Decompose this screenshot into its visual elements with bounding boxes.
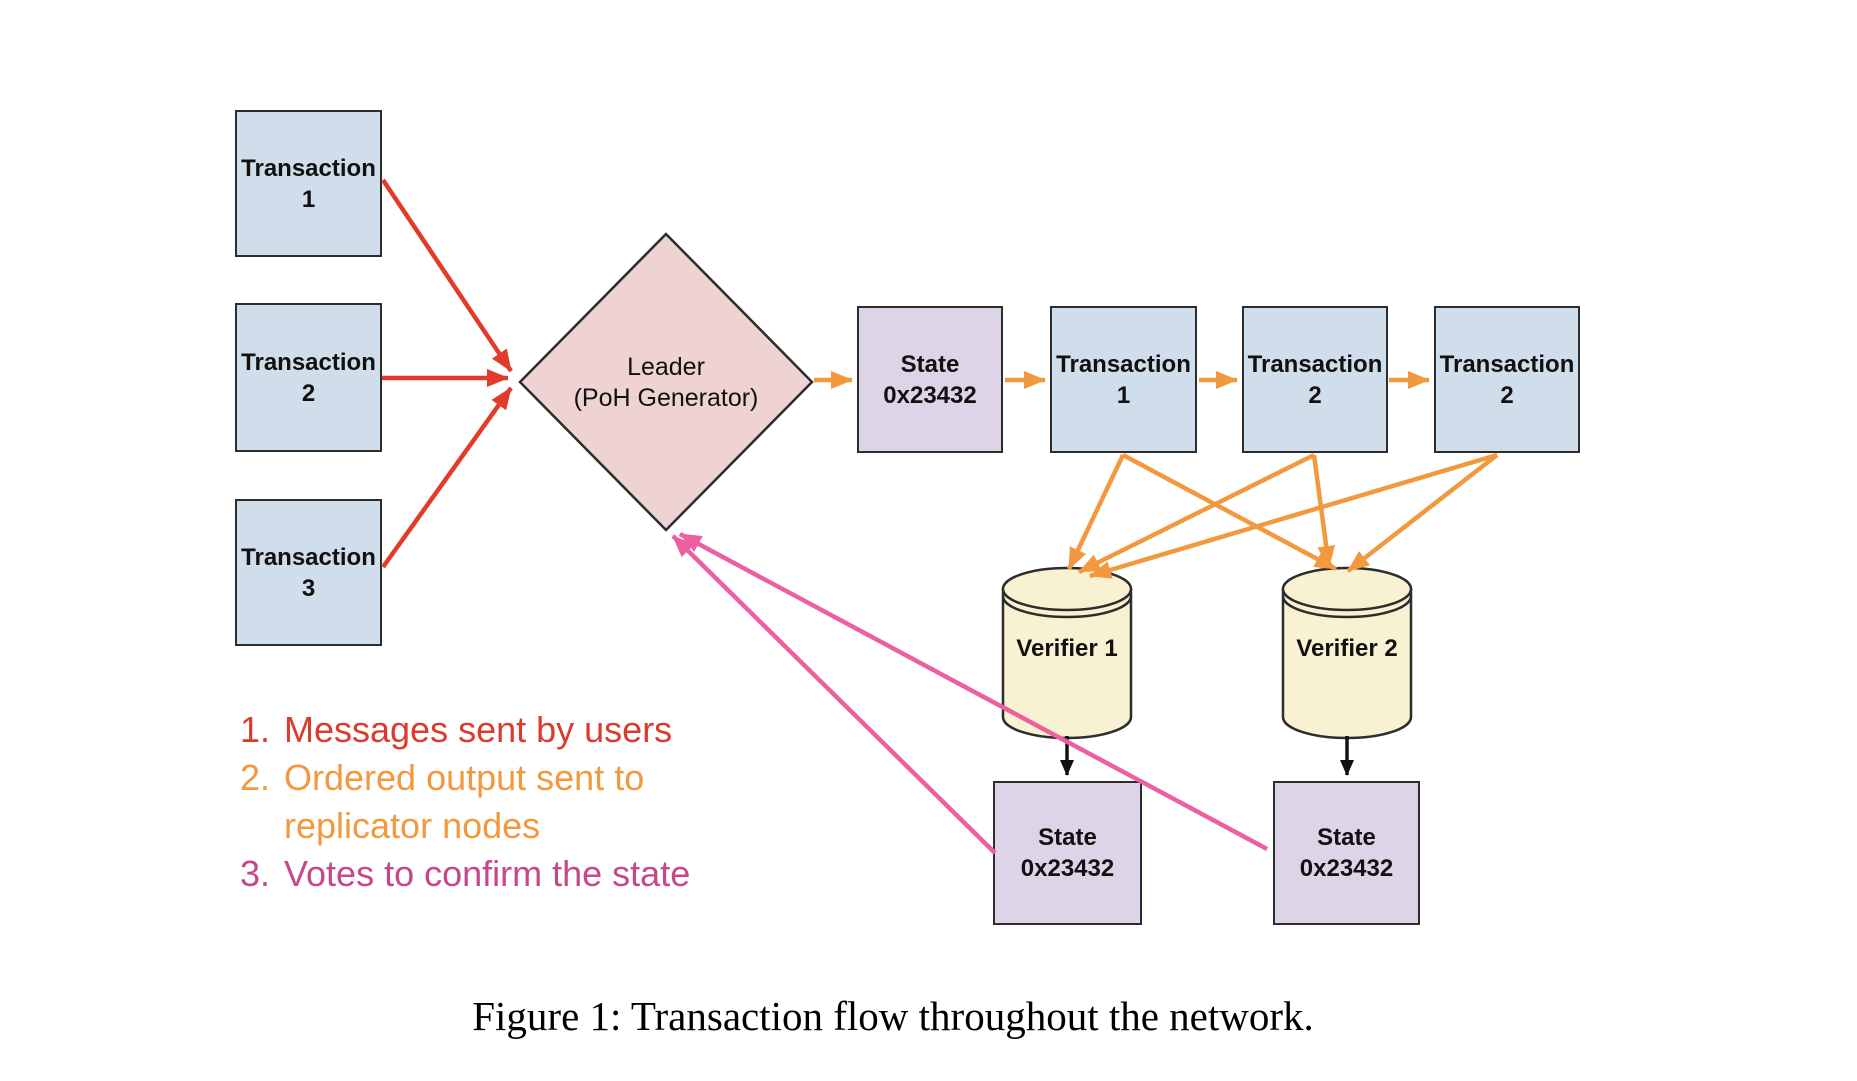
arrow-chain-tx1-to-verifier1 xyxy=(1066,454,1126,570)
legend-number: 3. xyxy=(240,853,271,894)
legend-text: Votes to confirm the state xyxy=(284,853,691,894)
legend-number: 2. xyxy=(240,757,271,798)
user-transaction-2-box: Transaction 2 xyxy=(235,303,382,452)
leader-diamond-label: Leader (PoH Generator) xyxy=(536,352,796,414)
box-label: State xyxy=(900,350,960,378)
box-label: 1 xyxy=(301,185,316,213)
chain-transaction-1-box: Transaction 1 xyxy=(1050,306,1197,453)
box-label: 0x23432 xyxy=(883,381,977,409)
verifier-1-state-box: State 0x23432 xyxy=(993,781,1142,925)
arrow-chain-tx3-to-verifier2 xyxy=(1346,453,1499,573)
arrow-state1-vote-to-leader xyxy=(671,534,997,855)
user-transaction-3-box: Transaction 3 xyxy=(235,499,382,646)
box-label: Transaction xyxy=(1247,350,1383,378)
chain-transaction-2-box: Transaction 2 xyxy=(1242,306,1388,453)
legend-text-line2: replicator nodes xyxy=(284,805,541,846)
verifier-2-state-box: State 0x23432 xyxy=(1273,781,1420,925)
legend-item-ordered-output: 2. Ordered output sent to replicator nod… xyxy=(240,754,690,850)
arrow-tx1-to-leader xyxy=(381,178,513,373)
box-label: Transaction xyxy=(241,154,376,182)
chain-state-box: State 0x23432 xyxy=(857,306,1003,453)
legend-item-messages: 1. Messages sent by users xyxy=(240,706,690,754)
verifier-2-label: Verifier 2 xyxy=(1296,635,1398,662)
box-label: 0x23432 xyxy=(1020,855,1115,882)
verifier-1-rim xyxy=(1001,595,1133,619)
arrow-state2-vote-to-leader xyxy=(678,532,1269,851)
box-label: 2 xyxy=(301,379,316,407)
box-label: Transaction xyxy=(1439,350,1575,378)
box-label: Transaction xyxy=(241,348,376,376)
leader-label-line1: Leader xyxy=(627,353,705,381)
box-label: 2 xyxy=(1500,381,1514,409)
arrow-chain-tx3-to-verifier1 xyxy=(1089,452,1498,579)
verifier-1-lid xyxy=(1001,566,1133,612)
leader-label-line2: (PoH Generator) xyxy=(573,384,759,412)
box-label: 2 xyxy=(1308,381,1322,409)
legend: 1. Messages sent by users 2. Ordered out… xyxy=(240,706,690,898)
box-label: 3 xyxy=(301,574,316,602)
verifier-1-label: Verifier 1 xyxy=(1016,635,1118,662)
box-label: Transaction xyxy=(241,543,376,571)
legend-number: 1. xyxy=(240,709,271,750)
legend-item-votes: 3. Votes to confirm the state xyxy=(240,850,690,898)
verifier-2-lid xyxy=(1281,566,1413,612)
box-label: 0x23432 xyxy=(1299,855,1394,882)
verifier-2-rim xyxy=(1281,595,1413,619)
box-label: Transaction xyxy=(1056,350,1191,378)
arrow-chain-tx2-to-verifier2 xyxy=(1311,454,1336,568)
arrow-tx3-to-leader xyxy=(381,386,513,569)
legend-text: Ordered output sent to replicator nodes xyxy=(284,754,644,850)
arrow-chain-tx1-to-verifier2 xyxy=(1121,453,1338,571)
arrow-chain-tx2-to-verifier1 xyxy=(1077,452,1316,575)
figure-caption: Figure 1: Transaction flow throughout th… xyxy=(472,993,1314,1039)
legend-text: Messages sent by users xyxy=(284,709,673,750)
chain-transaction-3-box: Transaction 2 xyxy=(1434,306,1580,453)
legend-text-line1: Ordered output sent to xyxy=(284,757,645,798)
user-transaction-1-box: Transaction 1 xyxy=(235,110,382,257)
box-label: State xyxy=(1317,824,1376,851)
box-label: 1 xyxy=(1116,381,1131,409)
box-label: State xyxy=(1038,824,1097,851)
